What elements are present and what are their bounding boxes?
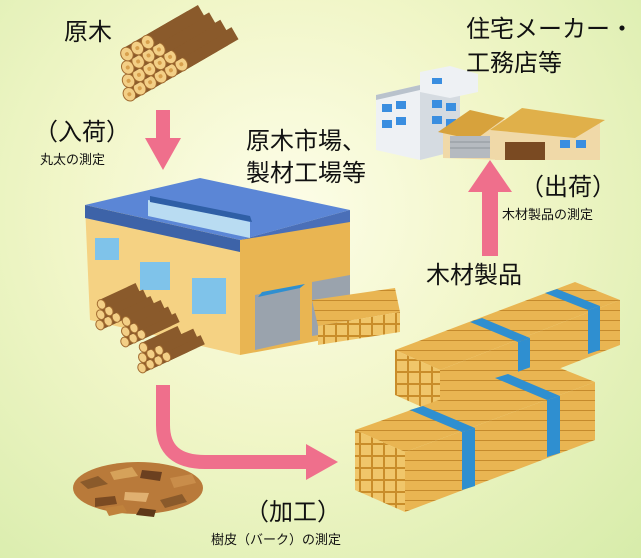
market-label-line2: 製材工場等 bbox=[246, 159, 366, 187]
builder-label-line2: 工務店等 bbox=[466, 49, 562, 77]
receiving-note: 丸太の測定 bbox=[40, 153, 106, 168]
processing-note: 樹皮（バーク）の測定 bbox=[211, 533, 342, 548]
arrow-shipping bbox=[468, 160, 512, 256]
processing-label: （加工） bbox=[245, 498, 341, 526]
builder-label-line1: 住宅メーカー・ bbox=[466, 15, 634, 43]
shipping-note: 木材製品の測定 bbox=[502, 208, 594, 223]
products-label: 木材製品 bbox=[426, 261, 522, 289]
arrow-processing bbox=[156, 385, 338, 480]
builders-illustration bbox=[376, 66, 605, 160]
market-label-line1: 原木市場、 bbox=[246, 127, 366, 155]
shipping-label: （出荷） bbox=[520, 173, 616, 201]
lumber-stacks-illustration bbox=[355, 282, 620, 512]
arrow-receiving bbox=[145, 110, 181, 170]
receiving-label: （入荷） bbox=[34, 118, 130, 146]
raw-logs-label: 原木 bbox=[64, 18, 112, 46]
bark-chips-illustration bbox=[73, 462, 203, 517]
log-pile-illustration bbox=[117, 4, 240, 104]
